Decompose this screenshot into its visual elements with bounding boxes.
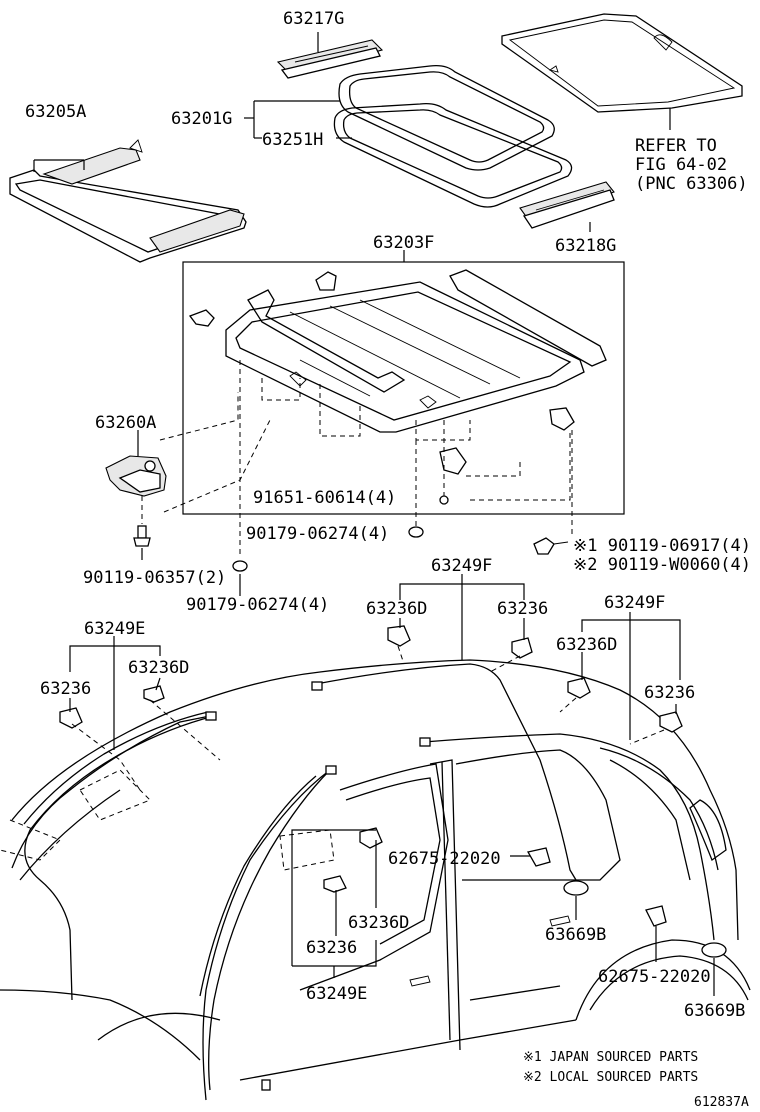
- part-63260a-motor-illustration: [105, 430, 167, 497]
- weatherstrip-63249f-illustration: [311, 663, 715, 941]
- part-63217g-illustration: [276, 32, 384, 79]
- label-63236-b: 63236: [644, 683, 695, 703]
- label-63236d-a: 63236D: [366, 599, 427, 619]
- label-63236d-c: 63236D: [128, 658, 189, 678]
- car-dashed-connectors: [0, 645, 665, 871]
- label-63217g: 63217G: [283, 9, 344, 29]
- label-63203f: 63203F: [373, 233, 434, 253]
- nut-90179-left-illustration: [232, 360, 248, 596]
- label-63669b-a: 63669B: [545, 925, 606, 945]
- label-refer-line3: (PNC 63306): [635, 174, 748, 194]
- label-63236d-d: 63236D: [348, 913, 409, 933]
- sunshade-panel-illustration: [501, 13, 743, 130]
- part-63205a-frame-illustration: [9, 139, 247, 263]
- label-refer-line1: REFER TO: [635, 136, 717, 156]
- clips-illustration: [59, 625, 727, 958]
- label-63218g: 63218G: [555, 236, 616, 256]
- label-90119-06357: 90119-06357(2): [83, 568, 226, 588]
- bolt-90119-right-illustration: [533, 430, 573, 555]
- part-63203f-housing-illustration: [188, 269, 607, 505]
- label-62675-22020-a: 62675-22020: [388, 849, 501, 869]
- label-63236-d: 63236: [306, 938, 357, 958]
- label-refer-line2: FIG 64-02: [635, 155, 727, 175]
- label-63236d-b: 63236D: [556, 635, 617, 655]
- car-leader-lines: [69, 574, 715, 996]
- note-japan-sourced: ※1 JAPAN SOURCED PARTS: [523, 1050, 698, 1065]
- label-63236-c: 63236: [40, 679, 91, 699]
- label-63249f-right: 63249F: [604, 593, 665, 613]
- label-63201g: 63201G: [171, 109, 232, 129]
- label-63249f-top: 63249F: [431, 556, 492, 576]
- label-62675-22020-b: 62675-22020: [598, 967, 711, 987]
- figure-id: 612837A: [694, 1095, 749, 1110]
- label-63205a: 63205A: [25, 102, 86, 122]
- label-90119-06917: ※1 90119-06917(4): [573, 536, 751, 556]
- label-63249e-left: 63249E: [84, 619, 145, 639]
- label-91651-60614: 91651-60614(4): [253, 488, 396, 508]
- label-63249e-bottom: 63249E: [306, 984, 367, 1004]
- weatherstrip-63249e-illustration: [23, 711, 337, 1091]
- label-63251h: 63251H: [262, 130, 323, 150]
- part-63251h-seal-illustration: [333, 102, 573, 208]
- label-63260a: 63260A: [95, 413, 156, 433]
- nut-90179-center-illustration: [408, 526, 424, 538]
- label-90179-06274-b: 90179-06274(4): [186, 595, 329, 615]
- label-63669b-b: 63669B: [684, 1001, 745, 1021]
- car-body-illustration: [0, 659, 751, 1101]
- label-63236-a: 63236: [497, 599, 548, 619]
- note-local-sourced: ※2 LOCAL SOURCED PARTS: [523, 1070, 698, 1085]
- part-63218g-illustration: [519, 181, 615, 232]
- bolt-90119-06357-illustration: [133, 496, 151, 560]
- label-90119-w0060: ※2 90119-W0060(4): [573, 555, 751, 575]
- label-90179-06274-a: 90179-06274(4): [246, 524, 389, 544]
